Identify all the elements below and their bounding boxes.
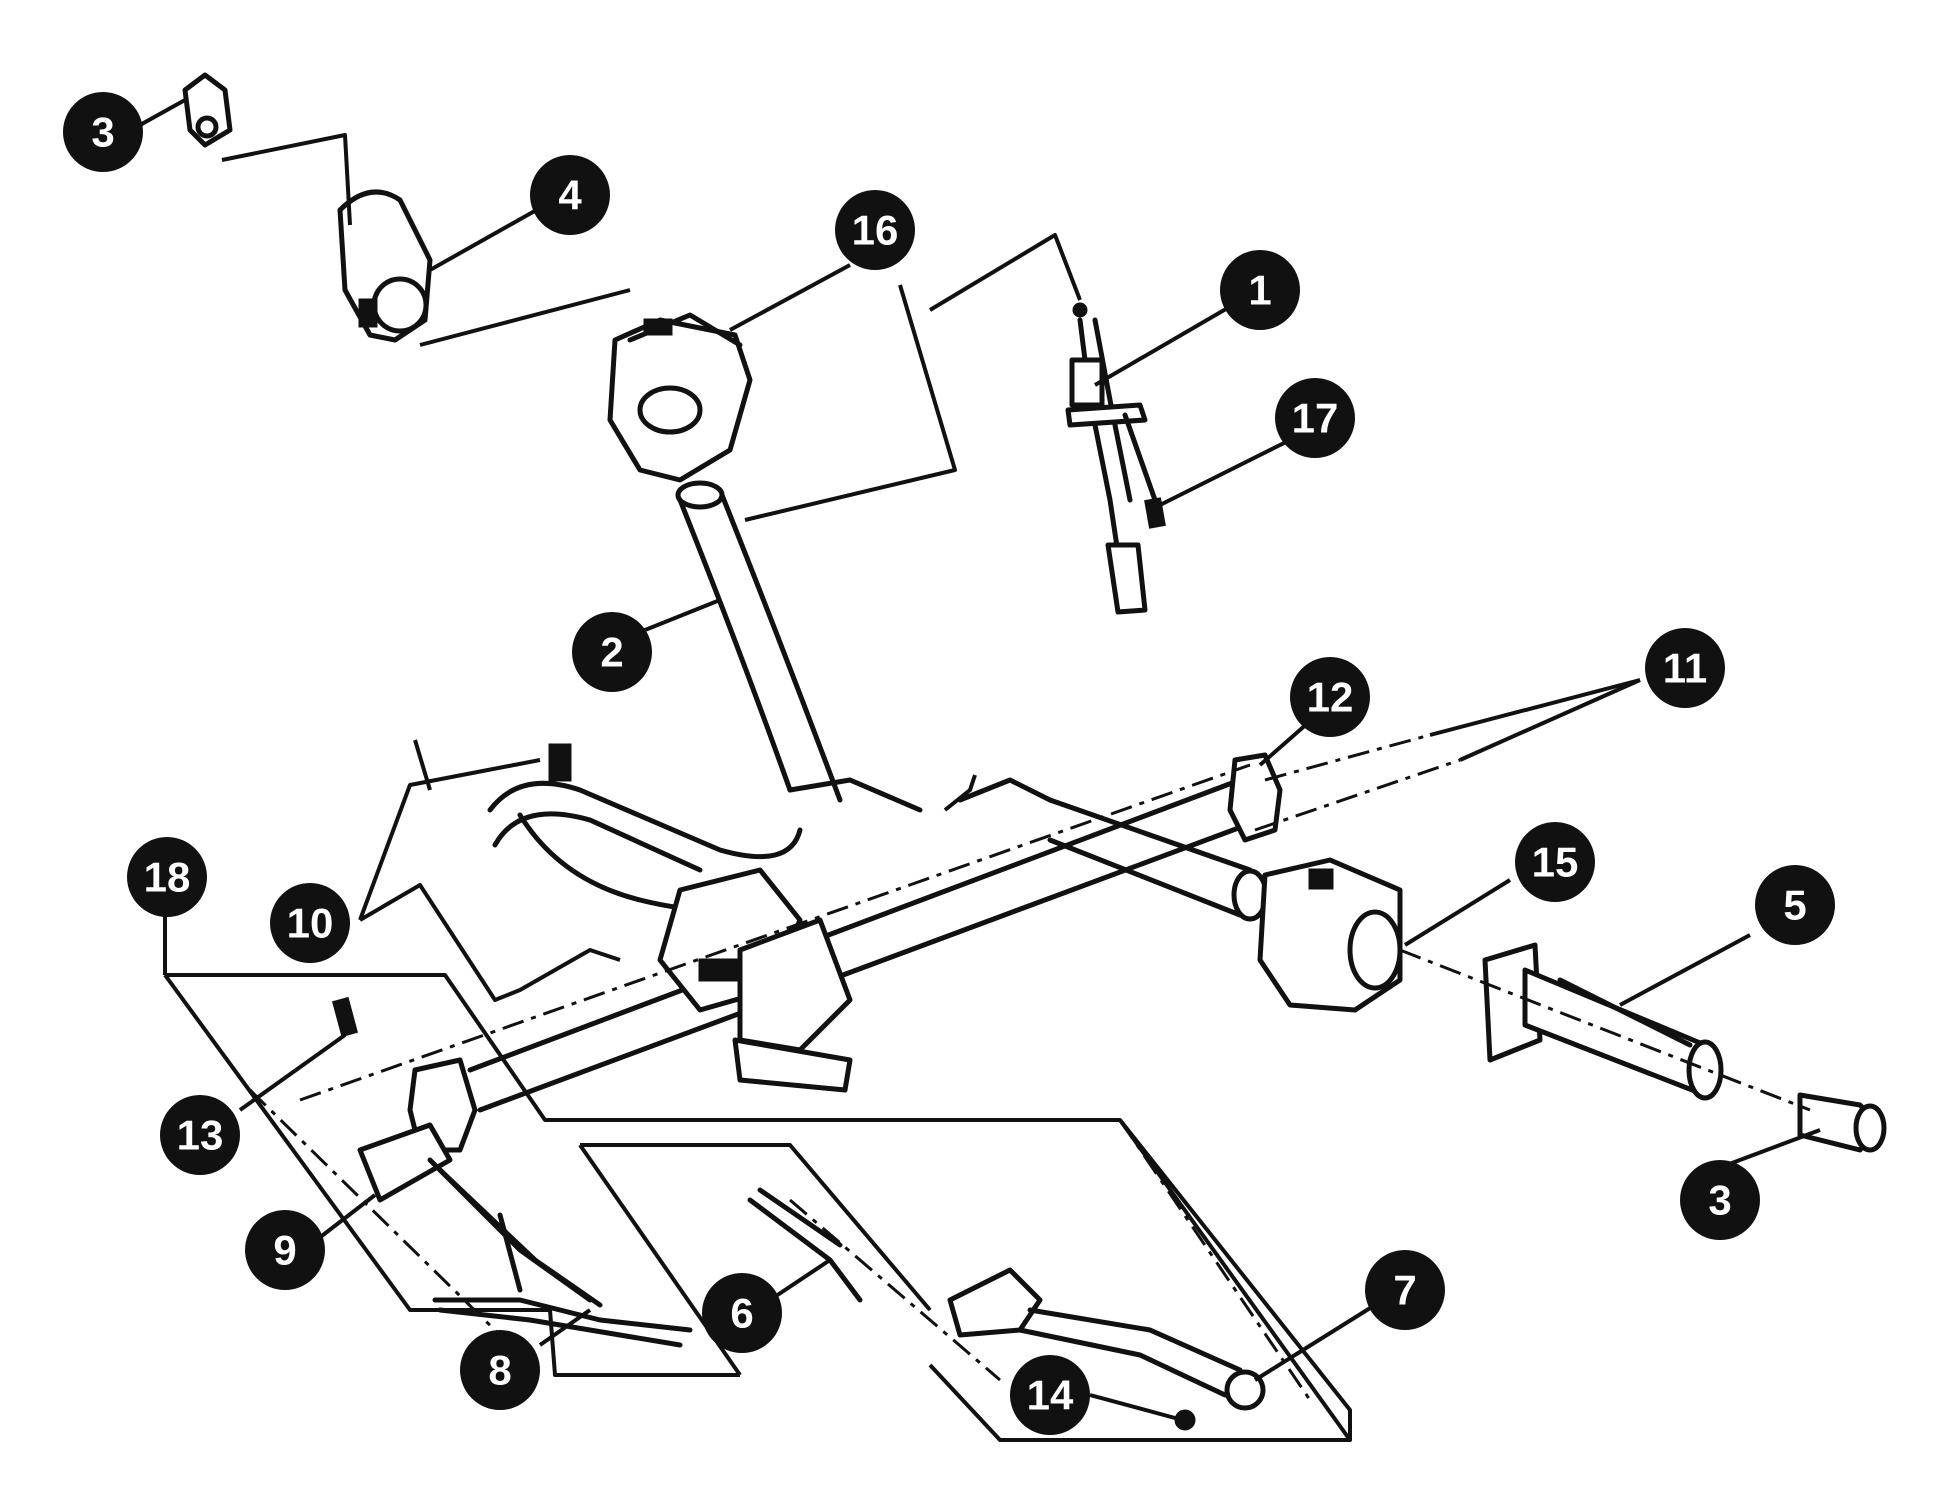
- top-clamp: [607, 312, 753, 483]
- assembly-frames: [163, 133, 1352, 1442]
- callout-12: 12: [1290, 657, 1370, 737]
- callout-13-label: 13: [177, 1112, 224, 1159]
- bar-end-right: [1797, 1092, 1887, 1153]
- callout-2: 2: [572, 612, 652, 692]
- callout-9: 9: [245, 1210, 325, 1290]
- callouts: 1 2 3 3 4 5 6 7: [63, 92, 1835, 1435]
- callout-15-label: 15: [1532, 839, 1579, 886]
- left-lever-assembly: [332, 996, 693, 1348]
- callout-5: 5: [1755, 865, 1835, 945]
- callout-4-label: 4: [558, 172, 582, 219]
- callout-15: 15: [1515, 822, 1595, 902]
- callout-13: 13: [160, 1095, 240, 1175]
- alignment-axes: [248, 733, 1811, 1401]
- handlebar: [467, 480, 1269, 1113]
- callout-16: 16: [835, 190, 915, 270]
- callout-3-right: 3: [1680, 1160, 1760, 1240]
- callout-11-label: 11: [1663, 645, 1707, 692]
- callout-1: 1: [1220, 250, 1300, 330]
- callout-1-label: 1: [1248, 267, 1271, 314]
- callout-12-label: 12: [1307, 674, 1354, 721]
- callout-6: 6: [702, 1273, 782, 1353]
- callout-7-label: 7: [1393, 1267, 1416, 1314]
- callout-5-label: 5: [1783, 882, 1806, 929]
- callout-10: 10: [270, 883, 350, 963]
- riser-mount: [487, 743, 923, 1093]
- callout-16-label: 16: [852, 207, 899, 254]
- callout-3-right-label: 3: [1708, 1177, 1731, 1224]
- callout-18: 18: [127, 837, 207, 917]
- callout-18-label: 18: [144, 854, 191, 901]
- callout-3-left-label: 3: [91, 109, 114, 156]
- cable-assembly: [1065, 302, 1166, 615]
- callout-17-label: 17: [1292, 395, 1339, 442]
- callout-14: 14: [1010, 1355, 1090, 1435]
- callout-8: 8: [460, 1330, 540, 1410]
- callout-9-label: 9: [273, 1227, 296, 1274]
- callout-10-label: 10: [287, 900, 334, 947]
- callout-17: 17: [1275, 378, 1355, 458]
- right-lever-assembly: [747, 1187, 1266, 1431]
- callout-4: 4: [530, 155, 610, 235]
- callout-8-label: 8: [488, 1347, 511, 1394]
- callout-14-label: 14: [1027, 1372, 1074, 1419]
- callout-11: 11: [1645, 628, 1725, 708]
- callout-2-label: 2: [600, 629, 623, 676]
- parts-artwork: [163, 72, 1887, 1442]
- callout-7: 7: [1365, 1250, 1445, 1330]
- left-top-switch: [182, 72, 433, 343]
- callout-6-label: 6: [730, 1290, 753, 1337]
- callout-3-left: 3: [63, 92, 143, 172]
